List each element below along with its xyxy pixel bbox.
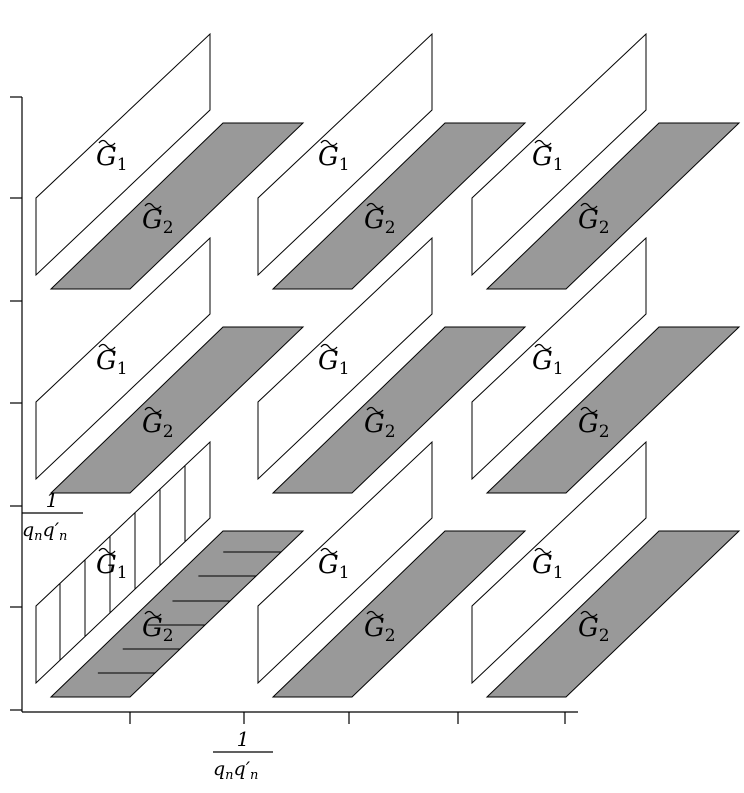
g1-label-tilde: [320, 139, 338, 147]
g2-region: [49, 530, 305, 698]
g2-label-tilde: [144, 202, 162, 210]
cell-r0-c1: [257, 32, 527, 290]
g1-label-tilde: [534, 343, 552, 351]
g1-region: [471, 32, 647, 277]
y-axis-label-numerator: 1: [46, 488, 59, 512]
g2-region: [49, 326, 305, 494]
g1-region: [257, 32, 433, 277]
cell-r2-c1: [257, 440, 527, 698]
g2-label: G2: [142, 409, 174, 442]
g1-label: G1: [318, 550, 350, 583]
x-axis-label: 1 qnq′n: [213, 727, 273, 783]
cell-r0-c2: [471, 32, 741, 290]
g1-region: [471, 236, 647, 481]
g2-label-tilde: [144, 406, 162, 414]
g2-label-tilde: [580, 202, 598, 210]
cell-r1-c1: [257, 236, 527, 494]
x-axis-label-numerator: 1: [237, 727, 250, 751]
g1-label-tilde: [98, 343, 116, 351]
g2-label: G2: [364, 409, 396, 442]
g1-region: [471, 440, 647, 685]
g2-label-tilde: [366, 202, 384, 210]
cell-r1-c0: [35, 236, 305, 494]
cell-r2-c2: [471, 440, 741, 698]
g1-region: [35, 440, 211, 685]
g1-label: G1: [318, 346, 350, 379]
g1-label: G1: [532, 550, 564, 583]
g1-label-tilde: [98, 547, 116, 555]
g2-label-tilde: [366, 610, 384, 618]
g2-label: G2: [578, 409, 610, 442]
cell-r2-c0: [35, 440, 305, 698]
g2-region: [271, 122, 527, 290]
g2-label: G2: [578, 205, 610, 238]
g2-label-tilde: [580, 406, 598, 414]
g1-label-tilde: [320, 547, 338, 555]
g2-label: G2: [142, 205, 174, 238]
g1-label-tilde: [534, 139, 552, 147]
g2-region: [485, 530, 741, 698]
g2-label: G2: [364, 613, 396, 646]
cell-r1-c2: [471, 236, 741, 494]
cell-r0-c0: [35, 32, 305, 290]
g1-region: [257, 236, 433, 481]
g2-region: [485, 122, 741, 290]
g1-label: G1: [532, 142, 564, 175]
g1-label: G1: [96, 346, 128, 379]
x-axis-label-denominator: qnq′n: [213, 758, 258, 783]
g1-label-tilde: [534, 547, 552, 555]
g1-region: [35, 32, 211, 277]
y-axis-label-denominator: qnq′n: [22, 519, 67, 544]
g2-label-tilde: [144, 610, 162, 618]
g2-region: [485, 326, 741, 494]
g1-label: G1: [318, 142, 350, 175]
axes: [10, 96, 578, 724]
g1-label: G1: [96, 550, 128, 583]
g2-region: [271, 326, 527, 494]
g1-label-tilde: [320, 343, 338, 351]
g1-label: G1: [96, 142, 128, 175]
g2-label: G2: [578, 613, 610, 646]
g2-label: G2: [364, 205, 396, 238]
g2-label-tilde: [580, 610, 598, 618]
y-axis-label: 1 qnq′n: [22, 488, 83, 544]
g1-region: [35, 236, 211, 481]
g2-region: [271, 530, 527, 698]
g1-label-tilde: [98, 139, 116, 147]
g2-label: G2: [142, 613, 174, 646]
g1-label: G1: [532, 346, 564, 379]
g2-label-tilde: [366, 406, 384, 414]
g1-region: [257, 440, 433, 685]
g2-region: [49, 122, 305, 290]
